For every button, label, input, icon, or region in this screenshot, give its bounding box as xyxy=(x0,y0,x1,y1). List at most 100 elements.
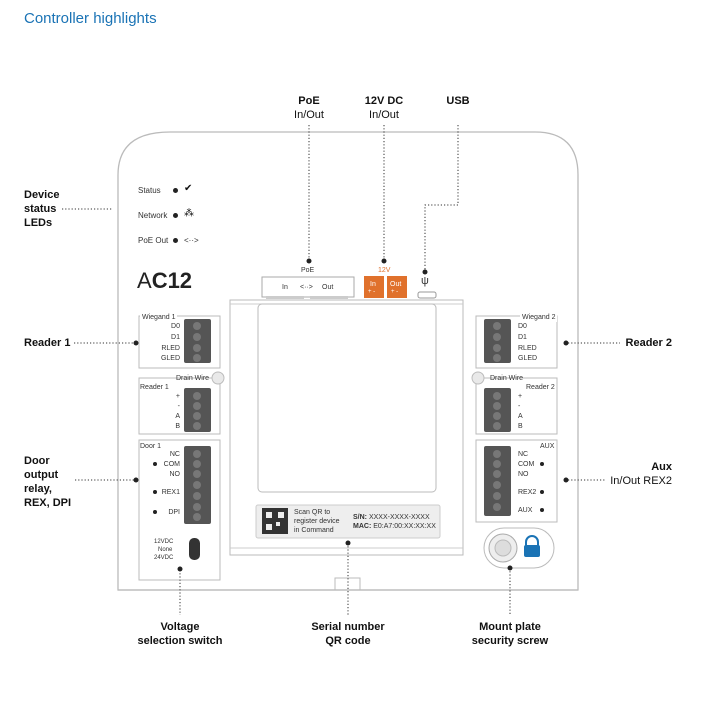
callout-mount-2: security screw xyxy=(471,635,549,647)
callout-door-1: Door xyxy=(24,455,50,467)
reader1-pin: - xyxy=(177,403,180,410)
reader2-frame xyxy=(475,377,558,435)
network-led xyxy=(173,213,178,218)
door1-pin: COM xyxy=(163,461,180,468)
aux-frame xyxy=(475,439,558,523)
voltage-opt-24: 24VDC xyxy=(154,555,174,561)
serial-label-plate xyxy=(255,504,441,539)
reader2-terminal xyxy=(484,388,511,432)
callout-voltage: Voltage selection switch xyxy=(120,620,240,648)
poe-out-label: Out xyxy=(322,284,334,291)
wiegand2-pin: D0 xyxy=(518,323,527,330)
rex1-led xyxy=(153,490,157,494)
poe-out-led xyxy=(173,238,178,243)
callout-aux-title: Aux xyxy=(651,461,672,473)
usb-icon: ψ xyxy=(421,275,429,287)
model-name: AC12 xyxy=(137,268,192,294)
aux-pin: NO xyxy=(518,471,529,478)
serial-number-line: S/N: XXXX-XXXX-XXXX xyxy=(353,513,430,522)
callout-reader1-title: Reader 1 xyxy=(24,337,71,349)
voltage-opt-none: None xyxy=(158,547,173,553)
aux-terminal xyxy=(484,446,511,516)
usb-port xyxy=(417,291,437,299)
dc-port-in xyxy=(364,276,384,298)
qr-scan-text-3: in Command xyxy=(294,527,334,534)
poe-port-outline xyxy=(261,276,355,298)
reader2-label: Reader 2 xyxy=(526,384,555,391)
callout-door: Door output relay, REX, DPI xyxy=(24,454,71,510)
dc-out-polarity: + - xyxy=(391,289,399,295)
aux-label: AUX xyxy=(540,443,555,450)
callout-voltage-1: Voltage xyxy=(160,621,200,633)
center-window xyxy=(257,303,437,493)
model-suffix: C12 xyxy=(151,268,193,293)
door1-pin: DPI xyxy=(168,509,180,516)
wiegand2-pin: GLED xyxy=(518,355,538,362)
network-icon: ⁂ xyxy=(184,208,194,219)
aux-pin: AUX xyxy=(518,507,533,514)
callout-12vdc-sub: In/Out xyxy=(369,109,399,121)
model-prefix: A xyxy=(137,268,152,293)
status-led xyxy=(173,188,178,193)
door1-label: Door 1 xyxy=(140,443,162,450)
qr-scan-text-1: Scan QR to xyxy=(294,509,331,516)
wiegand1-pin: D1 xyxy=(171,334,180,341)
qr-scan-text-2: register device xyxy=(294,518,340,525)
callout-poe-sub: In/Out xyxy=(294,109,324,121)
dc-in-polarity: + - xyxy=(368,289,376,295)
callout-serial: Serial number QR code xyxy=(288,620,408,648)
callout-aux: Aux In/Out REX2 xyxy=(590,460,672,488)
callout-serial-2: QR code xyxy=(325,635,371,647)
reader1-pin: A xyxy=(175,413,180,420)
callout-mount-1: Mount plate xyxy=(479,621,541,633)
callout-usb-title: USB xyxy=(446,95,470,107)
door1-pin: NC xyxy=(169,451,180,458)
callout-poe: PoE In/Out xyxy=(279,94,339,122)
drain-wire-screw-right xyxy=(471,371,485,385)
wiegand2-terminal xyxy=(484,319,511,363)
callout-aux-sub: In/Out REX2 xyxy=(610,475,672,487)
callout-device-status-2: status xyxy=(24,203,57,215)
check-icon: ✔ xyxy=(184,183,193,194)
reader2-pin: + xyxy=(518,393,523,400)
callout-door-4: REX, DPI xyxy=(24,497,72,509)
reader1-pin: + xyxy=(175,393,180,400)
dc-out-label: Out xyxy=(390,281,402,288)
callout-door-3: relay, xyxy=(24,483,52,495)
callout-usb: USB xyxy=(436,94,480,108)
callout-door-2: output xyxy=(24,469,59,481)
aux-com-led xyxy=(540,462,544,466)
mac-value: E0:A7:00:XX:XX:XX xyxy=(373,523,436,530)
mac-address-line: MAC: E0:A7:00:XX:XX:XX xyxy=(353,522,436,531)
rex2-led xyxy=(540,490,544,494)
callout-12vdc: 12V DC In/Out xyxy=(352,94,416,122)
door1-pin: REX1 xyxy=(161,489,180,496)
callout-reader2-title: Reader 2 xyxy=(625,337,672,349)
wiegand1-pin: GLED xyxy=(160,355,180,362)
reader1-label: Reader 1 xyxy=(140,384,169,391)
wiegand1-pin: RLED xyxy=(161,345,180,352)
page-title: Controller highlights xyxy=(24,10,157,27)
led-label-poe-out: PoE Out xyxy=(138,236,169,245)
callout-reader1: Reader 1 xyxy=(24,336,70,350)
arrows-icon: <··> xyxy=(184,236,199,245)
poe-port-label: PoE xyxy=(301,267,315,274)
drain-wire-label-right: Drain Wire xyxy=(490,375,524,382)
poe-mid-label: <··> xyxy=(300,284,313,291)
wiegand1-pin: D0 xyxy=(171,323,180,330)
wiegand2-pin: RLED xyxy=(518,345,537,352)
aux-pin: COM xyxy=(518,461,535,468)
drain-wire-label-left: Drain Wire xyxy=(176,375,210,382)
dc-in-label: In xyxy=(370,281,376,288)
callout-device-status-1: Device xyxy=(24,189,60,201)
sn-value: XXXX-XXXX-XXXX xyxy=(368,514,430,521)
callout-serial-1: Serial number xyxy=(311,621,385,633)
poe-in-label: In xyxy=(282,284,288,291)
dc-port-label: 12V xyxy=(378,267,391,274)
voltage-switch-knob xyxy=(189,538,200,560)
dpi-led xyxy=(153,510,157,514)
led-label-network: Network xyxy=(138,211,168,220)
wiegand1-label: Wiegand 1 xyxy=(140,313,178,322)
dc-port-out xyxy=(387,276,407,298)
